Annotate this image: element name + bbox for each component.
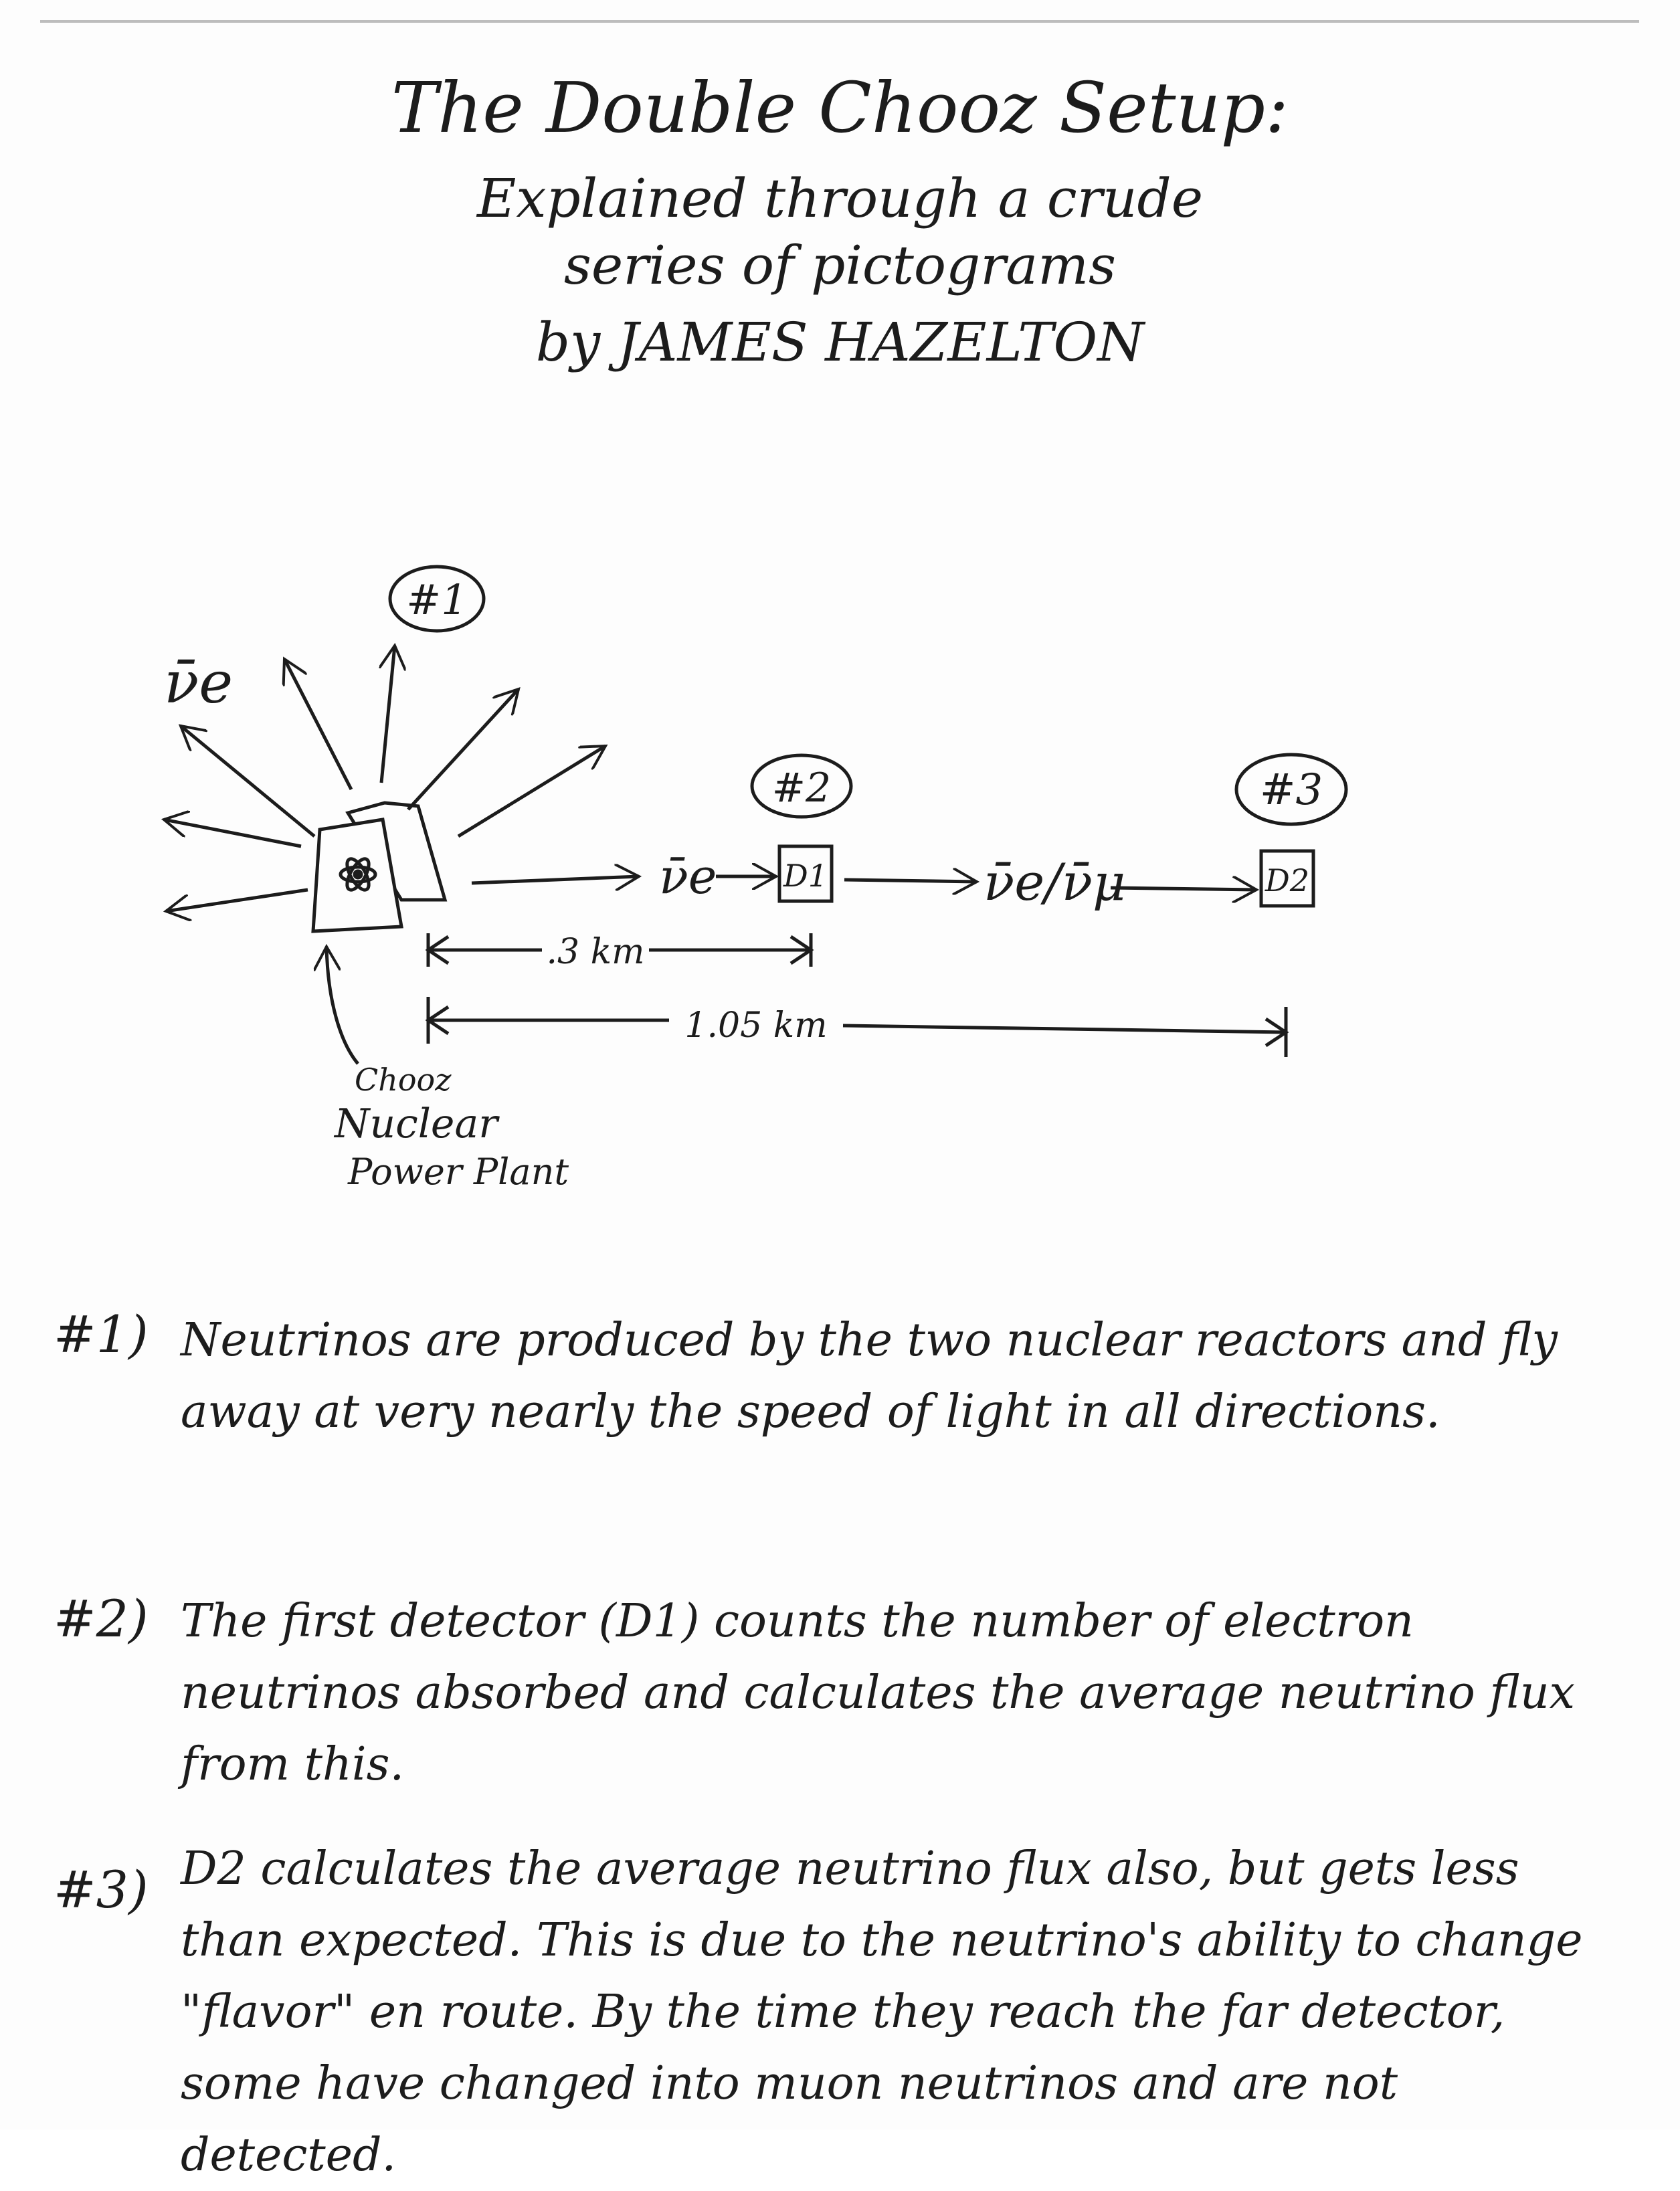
author-line: by JAMES HAZELTON (535, 311, 1145, 373)
emission-arrow (181, 726, 316, 838)
nu-e-mu-label: ν̄e/ν̄μ (984, 852, 1125, 912)
distance-far-label: 1.05 km (684, 1006, 827, 1046)
power-plant-icon (311, 801, 448, 933)
marker-3-circle (1234, 753, 1348, 826)
emission-arrow (284, 659, 353, 791)
nu-e-top-label: ν̄e (164, 650, 233, 717)
marker-3-label: #3 (1260, 765, 1323, 815)
detector-1-box (777, 844, 834, 903)
plant-pointer-arrow (326, 947, 359, 1065)
detector-2-box (1259, 849, 1315, 908)
setup-diagram: #1 #2 #3 ν̄e ν̄e ν̄e/ν̄μ D1 D2 .3 km 1.0… (0, 565, 1348, 1193)
marker-2-label: #2 (772, 765, 831, 812)
page-title: The Double Chooz Setup: (391, 67, 1289, 149)
emission-arrow (407, 689, 519, 811)
nu-e-mid-label: ν̄e (659, 848, 717, 904)
plant-label-line-1: Chooz (355, 1062, 452, 1098)
top-rule (40, 20, 1639, 23)
marker-1-circle (388, 565, 486, 633)
note-1-text: Neutrinos are produced by the two nuclea… (181, 1314, 1558, 1438)
subtitle-line-1: Explained through a crude (476, 167, 1204, 229)
subtitle-line-2: series of pictograms (563, 234, 1117, 296)
detector-1-label: D1 (783, 858, 828, 894)
plant-label-line-3: Power Plant (347, 1151, 569, 1193)
distance-bar-far (425, 997, 1289, 1057)
note-2-text: The first detector (D1) counts the numbe… (181, 1595, 1575, 1791)
emission-arrows (164, 646, 639, 911)
emission-arrow (166, 888, 308, 911)
page: The Double Chooz Setup: Explained throug… (0, 20, 1639, 2182)
plant-label-line-2: Nuclear (333, 1101, 500, 1147)
emission-arrow (381, 646, 395, 783)
marker-1-label: #1 (406, 575, 467, 624)
beam-arrow-2 (844, 880, 977, 882)
note-1-number: #1) (54, 1305, 149, 1364)
distance-bar-near (425, 933, 814, 967)
detector-2-label: D2 (1265, 862, 1309, 898)
beam-arrow-3 (1110, 888, 1256, 890)
marker-2-circle (750, 753, 853, 819)
emission-arrow (164, 820, 302, 848)
note-3-text: D2 calculates the average neutrino flux … (181, 1842, 1583, 2182)
distance-near-label: .3 km (547, 932, 645, 972)
note-2-number: #2) (54, 1589, 149, 1648)
emission-arrow (457, 746, 605, 838)
note-3-number: #3) (54, 1860, 149, 1919)
emission-arrow (471, 876, 639, 883)
